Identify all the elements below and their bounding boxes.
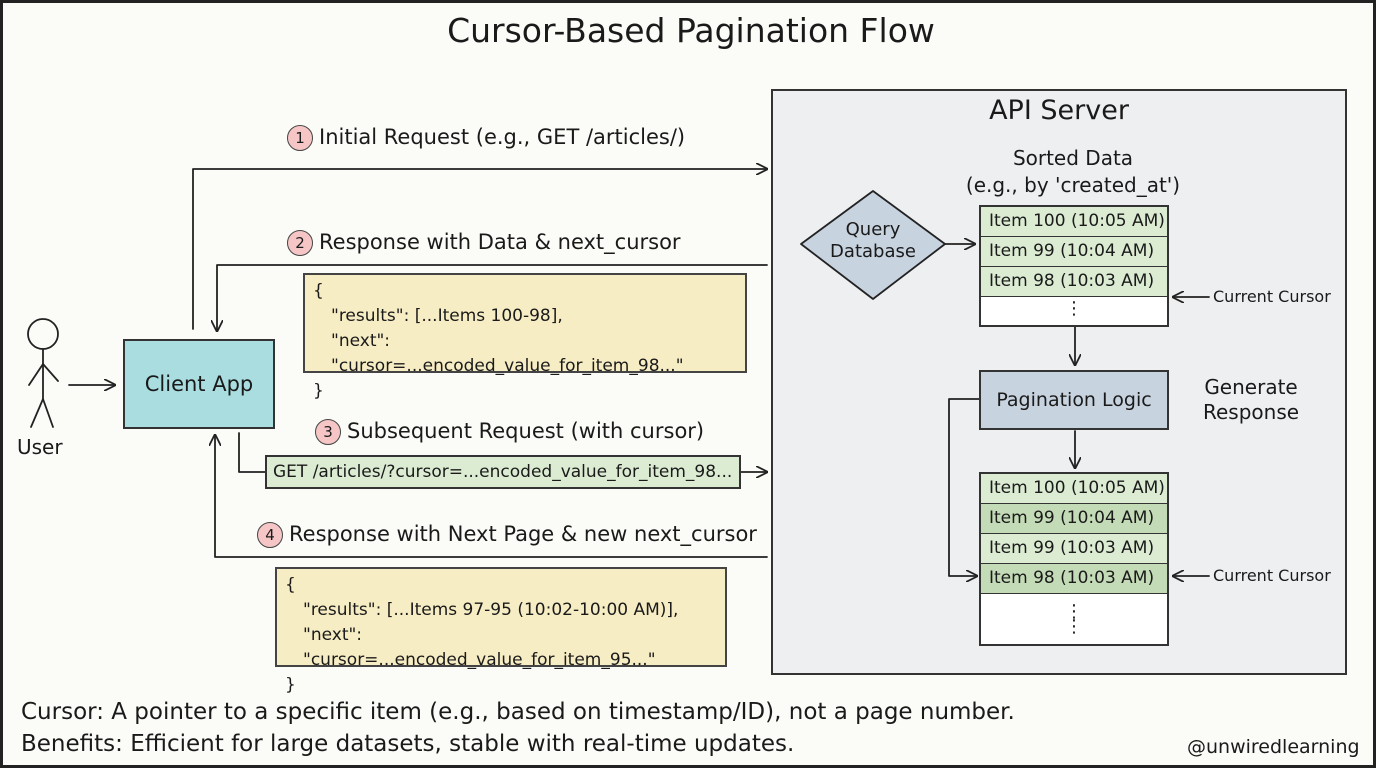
- response-1-json: { "results": [...Items 100-98], "next": …: [303, 273, 747, 401]
- step-1-number: 1: [287, 125, 313, 151]
- table-row: Item 99 (10:03 AM): [981, 534, 1167, 564]
- query-label-line-2: Database: [830, 241, 916, 262]
- sorted-data-line-1: Sorted Data: [1012, 146, 1134, 170]
- arrow-response-2: [215, 435, 768, 558]
- client-app-box: Client App: [123, 339, 275, 429]
- table-row: Item 98 (10:03 AM): [981, 267, 1167, 297]
- query-database-label: Query Database: [805, 219, 941, 263]
- pagination-logic-box: Pagination Logic: [979, 370, 1169, 430]
- response-2-line: }: [285, 675, 296, 695]
- response-2-line: {: [285, 575, 296, 595]
- sorted-data-line-2: (e.g., by 'created_at'): [965, 173, 1181, 197]
- table-row: Item 100 (10:05 AM): [981, 207, 1167, 237]
- sorted-data-table: Item 100 (10:05 AM) Item 99 (10:04 AM) I…: [979, 205, 1169, 327]
- table-row: Item 99 (10:04 AM): [981, 504, 1167, 534]
- pagination-logic-label: Pagination Logic: [996, 389, 1152, 411]
- arrow-response-1: [217, 264, 768, 331]
- table-row: Item 98 (10:03 AM): [981, 564, 1167, 594]
- table-row: Item 99 (10:04 AM): [981, 237, 1167, 267]
- response-2-json: { "results": [...Items 97-95 (10:02-10:0…: [275, 567, 727, 695]
- step-4-number: 4: [257, 522, 283, 548]
- query-label-line-1: Query: [845, 219, 901, 240]
- response-1-line: "results": [...Items 100-98],: [331, 306, 563, 326]
- response-2-line: "results": [...Items 97-95 (10:02-10:00 …: [303, 600, 679, 620]
- client-app-label: Client App: [144, 372, 254, 396]
- current-cursor-label-2: Current Cursor: [1213, 566, 1331, 585]
- connectors: [27, 3, 1210, 771]
- generate-line-2: Response: [1203, 400, 1300, 424]
- step-3-text: Subsequent Request (with cursor): [347, 419, 705, 443]
- step-1-text: Initial Request (e.g., GET /articles/): [319, 125, 686, 149]
- diagram-title: Cursor-Based Pagination Flow: [447, 11, 935, 50]
- ellipsis-icon: ⋮: [1065, 298, 1083, 319]
- user-stick-figure: [27, 318, 59, 428]
- step-4-text: Response with Next Page & new next_curso…: [289, 522, 757, 546]
- arrow-initial-request: [192, 169, 767, 330]
- response-1-line: {: [313, 281, 324, 301]
- user-label: User: [17, 435, 63, 459]
- ellipsis-icon: ⋮⋮: [1065, 601, 1083, 637]
- footer-cursor-definition: Cursor: A pointer to a specific item (e.…: [21, 699, 1015, 725]
- step-2-number: 2: [287, 230, 313, 256]
- response-data-table: Item 100 (10:05 AM) Item 99 (10:04 AM) I…: [979, 472, 1169, 646]
- subsequent-request-box: GET /articles/?cursor=...encoded_value_f…: [265, 455, 741, 489]
- author-handle: @unwiredlearning: [1187, 736, 1360, 758]
- api-server-title: API Server: [989, 95, 1129, 126]
- step-3-number: 3: [315, 419, 341, 445]
- response-2-line: "next": "cursor=...encoded_value_for_ite…: [303, 625, 656, 670]
- footer-benefits: Benefits: Efficient for large datasets, …: [21, 731, 795, 757]
- generate-line-1: Generate: [1204, 375, 1298, 399]
- generate-response-label: Generate Response: [1203, 375, 1299, 425]
- step-2-text: Response with Data & next_cursor: [319, 230, 681, 254]
- response-1-line: "next": "cursor=...encoded_value_for_ite…: [331, 331, 684, 376]
- query-database-diamond: [800, 190, 946, 300]
- table-row: Item 100 (10:05 AM): [981, 474, 1167, 504]
- sorted-data-label: Sorted Data (e.g., by 'created_at'): [943, 145, 1203, 199]
- response-1-line: }: [313, 381, 324, 401]
- arrow-subsequent-request: [238, 432, 767, 472]
- arrow-pagination-loop: [948, 398, 980, 576]
- current-cursor-label-1: Current Cursor: [1213, 287, 1331, 306]
